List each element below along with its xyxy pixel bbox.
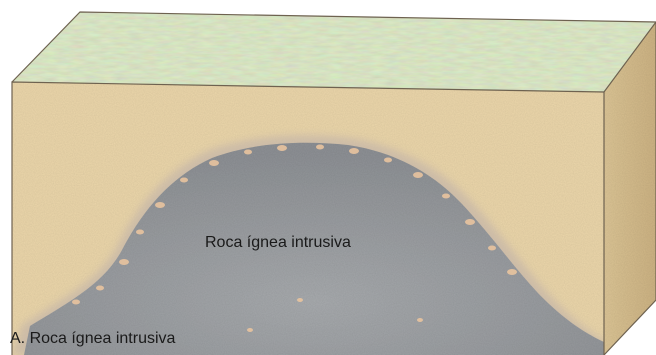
- intrusion-label: Roca ígnea intrusiva: [205, 234, 351, 252]
- figure-caption: A. Roca ígnea intrusiva: [10, 330, 175, 348]
- surface-top: [12, 12, 656, 92]
